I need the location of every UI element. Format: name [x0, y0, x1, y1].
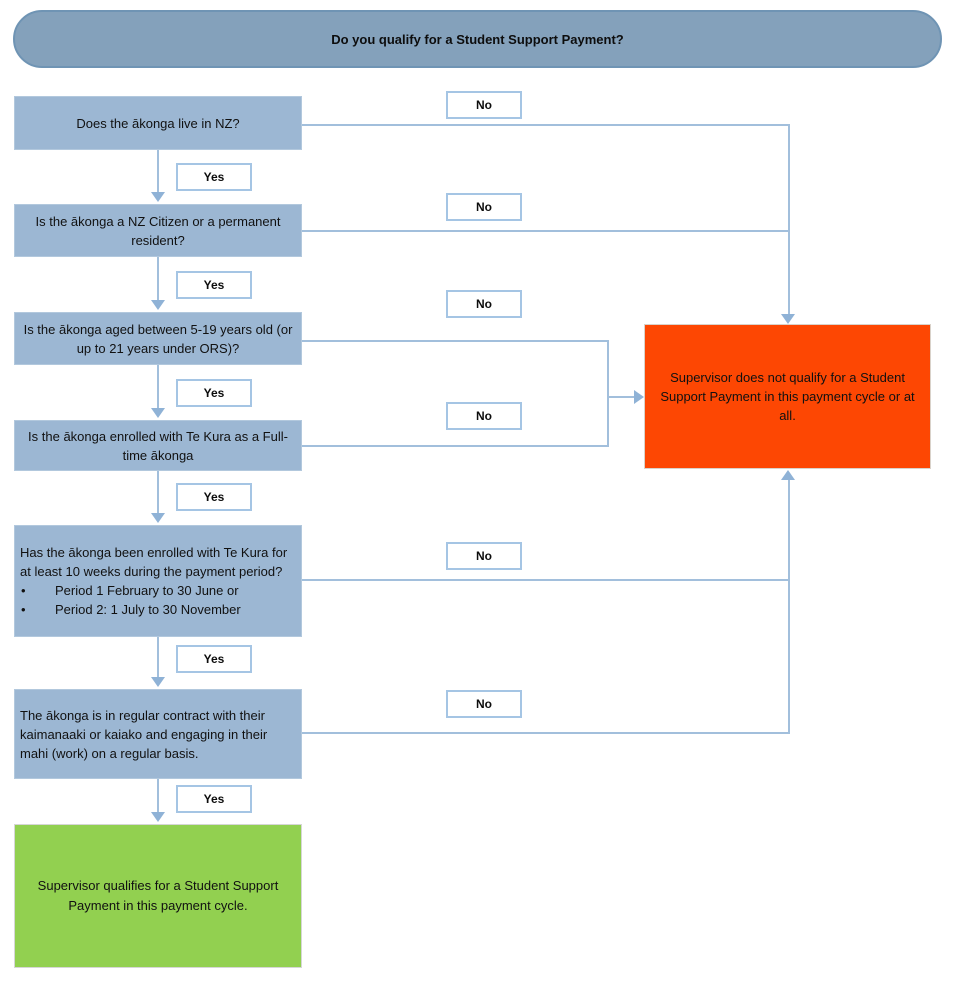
arrow-down-icon [781, 314, 795, 324]
no-label-box-4: No [446, 402, 522, 430]
yes-label-box-2: Yes [176, 271, 252, 299]
connector-line [607, 396, 634, 398]
connector-line [788, 124, 790, 314]
question-box-age: Is the ākonga aged between 5-19 years ol… [14, 312, 302, 365]
bullet-text: Period 1 February to 30 June or [55, 583, 239, 598]
no-label-box-6: No [446, 690, 522, 718]
yes-label-box-5: Yes [176, 645, 252, 673]
yes-label: Yes [203, 792, 225, 806]
flowchart-title-banner: Do you qualify for a Student Support Pay… [13, 10, 942, 68]
no-label: No [476, 98, 492, 112]
connector-line [157, 471, 159, 513]
no-label-box-5: No [446, 542, 522, 570]
yes-label: Yes [203, 170, 225, 184]
arrow-down-icon [151, 300, 165, 310]
question-text: Does the ākonga live in NZ? [76, 115, 240, 131]
bullet-icon: • [21, 602, 26, 617]
outcome-box-not-qualify: Supervisor does not qualify for a Studen… [644, 324, 931, 469]
arrow-down-icon [151, 513, 165, 523]
question-text: Is the ākonga enrolled with Te Kura as a… [28, 428, 288, 463]
yes-label: Yes [203, 652, 225, 666]
connector-line [157, 257, 159, 300]
question-box-live-in-nz: Does the ākonga live in NZ? [14, 96, 302, 150]
outcome-not-qualify-text: Supervisor does not qualify for a Studen… [660, 370, 915, 423]
question-box-enrolled-te-kura: Is the ākonga enrolled with Te Kura as a… [14, 420, 302, 471]
connector-line [302, 230, 790, 232]
yes-label-box-4: Yes [176, 483, 252, 511]
yes-label: Yes [203, 490, 225, 504]
question-text: The ākonga is in regular contract with t… [20, 707, 268, 761]
bullet-icon: • [21, 583, 26, 598]
arrow-down-icon [151, 192, 165, 202]
connector-line [302, 124, 790, 126]
bullet-item: • Period 1 February to 30 June or [15, 581, 301, 600]
yes-label: Yes [203, 386, 225, 400]
bullet-item: • Period 2: 1 July to 30 November [15, 600, 301, 619]
connector-line [302, 579, 790, 581]
connector-line [788, 480, 790, 734]
bullet-text: Period 2: 1 July to 30 November [55, 602, 241, 617]
connector-line [157, 637, 159, 677]
no-label-box-2: No [446, 193, 522, 221]
no-label: No [476, 697, 492, 711]
question-text: Is the ākonga aged between 5-19 years ol… [23, 321, 293, 356]
connector-line [607, 340, 609, 447]
connector-line [302, 445, 609, 447]
question-box-regular-contact: The ākonga is in regular contract with t… [14, 689, 302, 779]
no-label-box-3: No [446, 290, 522, 318]
arrow-down-icon [151, 812, 165, 822]
no-label-box-1: No [446, 91, 522, 119]
no-label: No [476, 200, 492, 214]
connector-line [157, 365, 159, 408]
arrow-down-icon [151, 677, 165, 687]
connector-line [157, 779, 159, 812]
outcome-box-qualify: Supervisor qualifies for a Student Suppo… [14, 824, 302, 968]
connector-line [157, 150, 159, 192]
question-text: Has the ākonga been enrolled with Te Kur… [20, 545, 288, 579]
question-box-ten-weeks: Has the ākonga been enrolled with Te Kur… [14, 525, 302, 637]
yes-label-box-3: Yes [176, 379, 252, 407]
connector-line [302, 340, 609, 342]
yes-label: Yes [203, 278, 225, 292]
no-label: No [476, 297, 492, 311]
arrow-down-icon [151, 408, 165, 418]
outcome-qualify-text: Supervisor qualifies for a Student Suppo… [37, 878, 279, 913]
question-text: Is the ākonga a NZ Citizen or a permanen… [35, 213, 281, 248]
connector-line [302, 732, 790, 734]
arrow-right-icon [634, 390, 644, 404]
flowchart-title: Do you qualify for a Student Support Pay… [331, 31, 624, 47]
yes-label-box-1: Yes [176, 163, 252, 191]
no-label: No [476, 549, 492, 563]
question-box-citizen: Is the ākonga a NZ Citizen or a permanen… [14, 204, 302, 257]
no-label: No [476, 409, 492, 423]
arrow-up-icon [781, 470, 795, 480]
yes-label-box-6: Yes [176, 785, 252, 813]
